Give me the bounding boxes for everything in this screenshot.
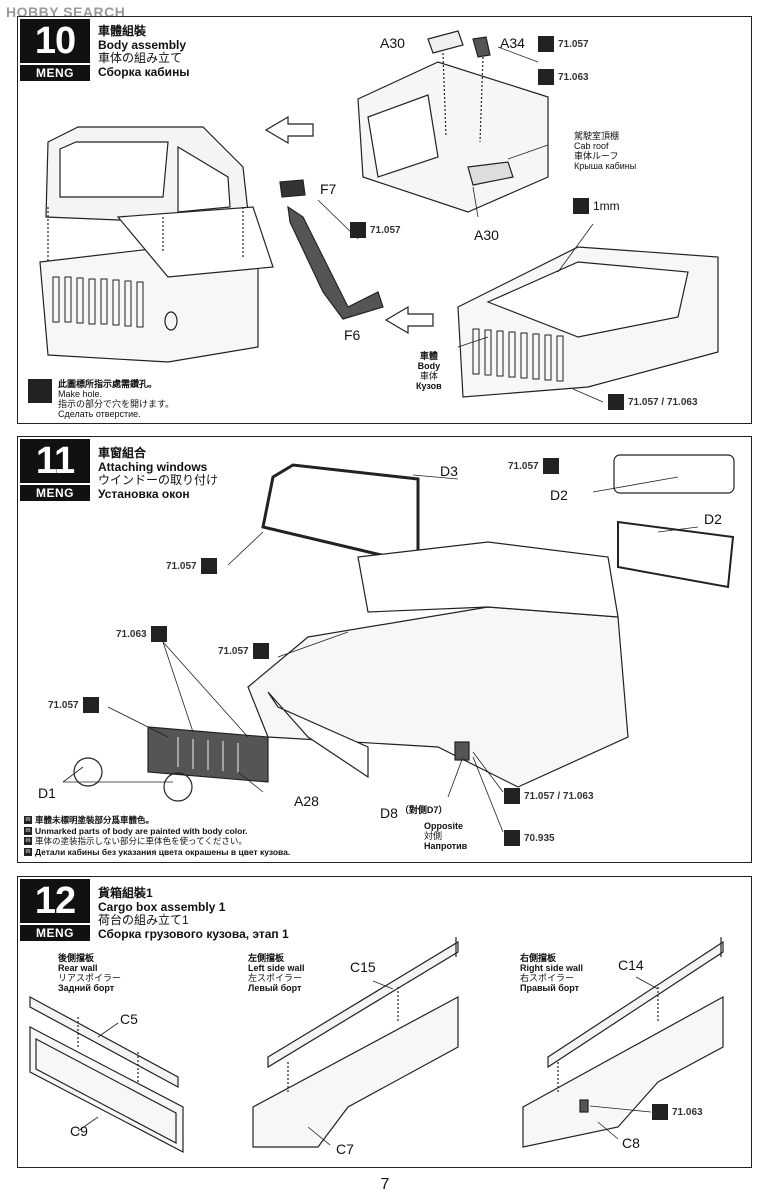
part-a28: A28 xyxy=(294,793,319,809)
title-ja: 車体の組み立て xyxy=(98,51,183,65)
step-title: 貨箱組裝1 Cargo box assembly 1 荷台の組み立て1 Сбор… xyxy=(98,886,289,941)
paint-callout: 71.057 / 71.063 xyxy=(504,787,594,805)
part-c15: C15 xyxy=(350,959,376,975)
title-ja: ウインドーの取り付け xyxy=(98,473,219,487)
step-number: 12 xyxy=(20,879,90,923)
title-zh: 車體組裝 xyxy=(98,24,147,38)
step-number: 10 xyxy=(20,19,90,63)
step-11-panel: 11 MENG 車窗組合 Attaching windows ウインドーの取り付… xyxy=(17,436,752,863)
paint-callout: 71.057 xyxy=(48,696,99,714)
part-d3: D3 xyxy=(440,463,458,479)
paint-callout: 71.057 xyxy=(350,221,401,239)
title-en: Cargo box assembly 1 xyxy=(98,899,226,914)
paint-callout: 70.935 xyxy=(504,829,555,847)
part-d1: D1 xyxy=(38,785,56,801)
paint-callout: 71.063 xyxy=(538,68,589,86)
step-badge: 12 MENG xyxy=(20,879,90,941)
step-number: 11 xyxy=(20,439,90,483)
part-f7: F7 xyxy=(320,181,337,197)
part-d2-right: D2 xyxy=(704,511,722,527)
paint-brush-icon xyxy=(538,69,554,85)
part-d2-top: D2 xyxy=(550,487,568,503)
paint-brush-icon xyxy=(652,1104,668,1120)
step-title: 車窗組合 Attaching windows ウインドーの取り付け Устано… xyxy=(98,446,219,501)
paint-brush-icon xyxy=(252,643,269,659)
drill-hole-icon xyxy=(28,379,52,403)
paint-callout: 71.057 xyxy=(218,642,269,660)
paint-brush-icon xyxy=(538,36,554,52)
title-en: Attaching windows xyxy=(98,459,208,474)
step-11-diagram xyxy=(62,454,735,833)
part-c14: C14 xyxy=(618,957,644,973)
brand-logo: MENG xyxy=(20,65,90,81)
title-ru: Установка окон xyxy=(98,486,190,501)
title-zh: 車窗組合 xyxy=(98,446,147,460)
step-badge: 10 MENG xyxy=(20,19,90,81)
title-zh: 貨箱組裝1 xyxy=(98,886,153,900)
paint-callout: 71.057 xyxy=(166,557,217,575)
paint-brush-icon xyxy=(504,830,520,846)
paint-brush-icon xyxy=(82,697,99,713)
paint-callout: 71.057 / 71.063 xyxy=(608,393,698,411)
thickness-callout: 1mm xyxy=(573,197,620,215)
paint-brush-icon xyxy=(542,458,559,474)
drill-icon xyxy=(573,198,589,214)
part-c8: C8 xyxy=(622,1135,640,1151)
paint-brush-icon xyxy=(608,394,624,410)
paint-callout: 71.063 xyxy=(116,625,167,643)
paint-callout: 71.057 xyxy=(538,35,589,53)
part-d8-label: D8（對側D7） Opposite 対側 Напротив xyxy=(380,805,468,851)
title-ja: 荷台の組み立て1 xyxy=(98,913,189,927)
title-ru: Сборка кабины xyxy=(98,64,190,79)
step-12-diagram xyxy=(29,937,724,1153)
paint-brush-icon xyxy=(150,626,167,642)
part-a34: A34 xyxy=(500,35,525,51)
part-c9: C9 xyxy=(70,1123,88,1139)
step-title: 車體組裝 Body assembly 車体の組み立て Сборка кабины xyxy=(98,24,190,79)
part-c7: C7 xyxy=(336,1141,354,1157)
paint-brush-icon xyxy=(504,788,520,804)
step-10-diagram xyxy=(39,30,719,403)
brand-logo: MENG xyxy=(20,485,90,501)
part-f6: F6 xyxy=(344,327,361,343)
hole-note: 此圖標所指示處需鑽孔。Make hole.指示の部分で穴を開けます。Сделат… xyxy=(58,379,175,419)
part-a30-bottom: A30 xyxy=(474,227,499,243)
title-ru: Сборка грузового кузова, этап 1 xyxy=(98,926,289,941)
step-badge: 11 MENG xyxy=(20,439,90,501)
title-en: Body assembly xyxy=(98,37,187,52)
paint-brush-icon xyxy=(350,222,366,238)
step-10-panel: 10 MENG 車體組裝 Body assembly 車体の組み立て Сборк… xyxy=(17,16,752,424)
paint-brush-icon xyxy=(200,558,217,574)
part-c5: C5 xyxy=(120,1011,138,1027)
step-12-panel: 12 MENG 貨箱組裝1 Cargo box assembly 1 荷台の組み… xyxy=(17,876,752,1168)
part-a30-top: A30 xyxy=(380,35,405,51)
brand-logo: MENG xyxy=(20,925,90,941)
paint-callout: 71.063 xyxy=(652,1103,703,1121)
paint-callout: 71.057 xyxy=(508,457,559,475)
page-number: 7 xyxy=(380,1176,390,1193)
